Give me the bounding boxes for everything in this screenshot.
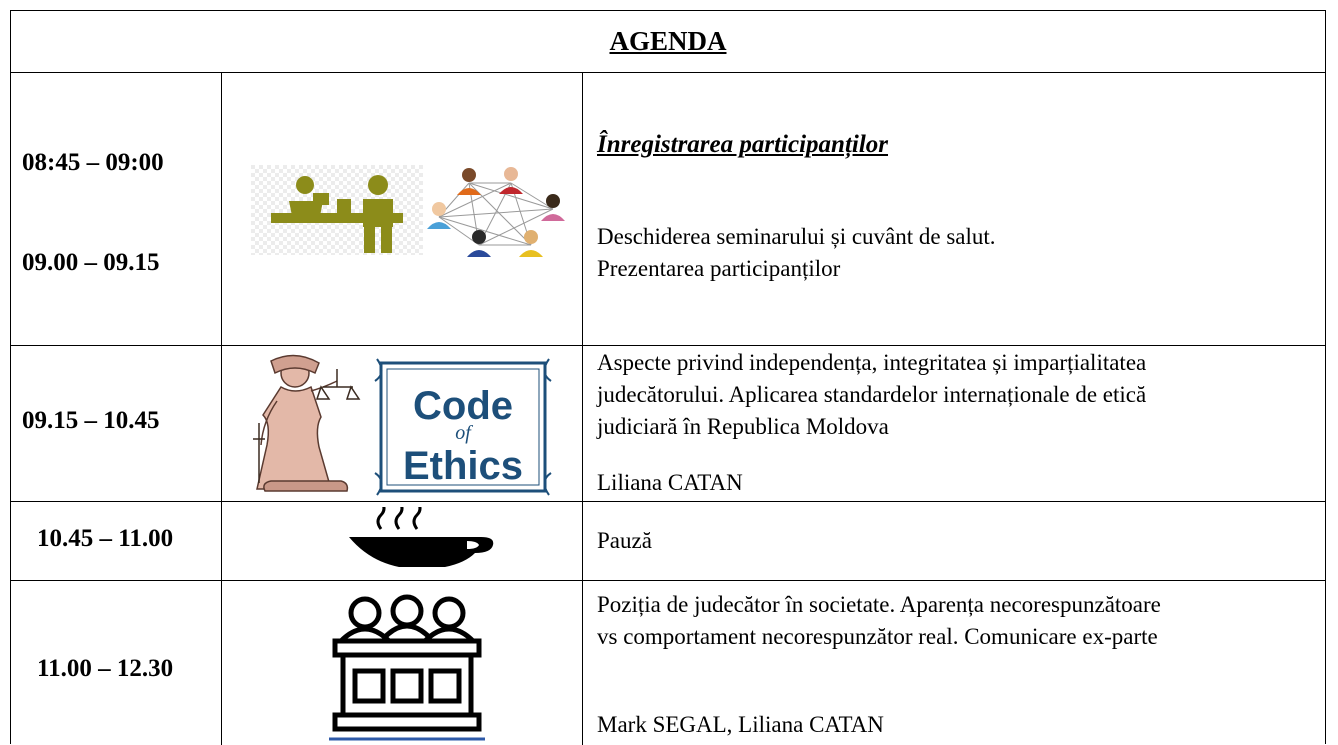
time-slot: 10.45 – 11.00 [37, 525, 174, 552]
speaker-name: Liliana CATAN [597, 470, 743, 495]
session-description-line: judiciară în Republica Moldova [597, 414, 889, 439]
session-description-line: Pauză [597, 528, 652, 553]
agenda-title-text: AGENDA [609, 26, 727, 56]
session-description-line: Aspecte privind independența, integritat… [597, 350, 1147, 375]
ethics-logo-ethics: Ethics [403, 444, 523, 488]
ethics-logo-of: of [455, 422, 473, 444]
session-description-line: vs comportament necorespunzător real. Co… [597, 624, 1158, 649]
session-description-line: judecătorului. Aplicarea standardelor in… [597, 382, 1147, 407]
column-divider [582, 72, 583, 745]
judges-panel-icon [329, 594, 485, 741]
session-description-line: Deschiderea seminarului și cuvânt de sal… [597, 224, 996, 249]
lady-justice-icon [253, 354, 361, 492]
agenda-title: AGENDA [11, 11, 1325, 72]
speaker-name: Mark SEGAL, Liliana CATAN [597, 712, 884, 737]
people-network-icon [427, 167, 565, 257]
session-description-line: Prezentarea participanților [597, 256, 841, 281]
row-divider [11, 72, 1325, 73]
time-slot: 09.15 – 10.45 [22, 407, 160, 434]
row-divider [11, 345, 1325, 346]
coffee-cup-icon [349, 507, 494, 567]
time-slot: 11.00 – 12.30 [37, 655, 174, 682]
column-divider [221, 72, 222, 745]
registration-desk-icon [251, 165, 423, 255]
code-of-ethics-icon: Code of Ethics [374, 358, 552, 496]
row-divider [11, 501, 1325, 502]
session-description-line: Poziția de judecător în societate. Apare… [597, 592, 1161, 617]
time-slot: 09.00 – 09.15 [22, 249, 160, 276]
agenda-table: AGENDA 08:45 – 09:00 09.00 – 09.15 [10, 10, 1326, 745]
ethics-logo-code: Code [413, 384, 513, 428]
time-slot: 08:45 – 09:00 [22, 149, 164, 176]
registration-heading: Înregistrarea participanților [597, 131, 889, 158]
row-divider [11, 580, 1325, 581]
